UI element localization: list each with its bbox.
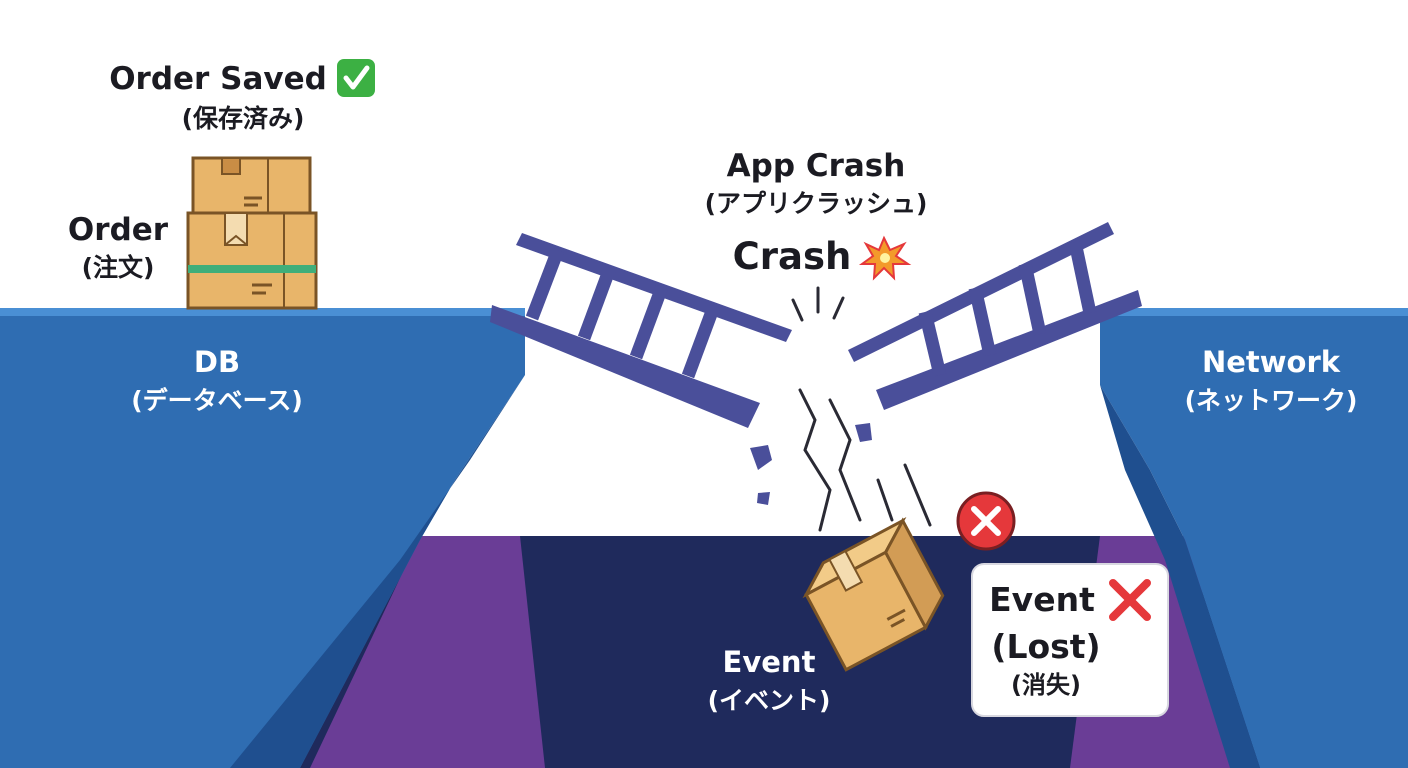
order-label: Order [68,212,169,248]
event-lost-line1: Event [989,580,1095,619]
right-cliff [1100,310,1408,768]
order-saved-sub-label: (保存済み) [182,104,305,133]
falling-event-box [802,516,945,672]
crash-debris [791,286,932,532]
debris-fragments [750,423,872,505]
app-crash-label: App Crash [727,148,906,184]
left-cliff-edge [0,308,525,316]
right-cliff-edge [1100,308,1408,316]
network-label: Network [1202,345,1341,379]
network-sub-label: (ネットワーク) [1185,386,1358,415]
collision-icon [858,235,912,281]
event-lost-card [971,563,1169,717]
left-broken-bridge [490,233,792,428]
left-purple-wall [310,536,545,768]
db-label: DB [194,345,240,379]
event-label: Event [723,645,816,679]
order-saved-label: Order Saved [109,61,327,97]
error-circle-icon [956,491,1016,551]
app-crash-sub-label: (アプリクラッシュ) [705,189,928,218]
left-cliff [0,310,525,768]
event-lost-sub-label: (消失) [1011,671,1081,699]
order-sub-label: (注文) [82,253,155,282]
right-cliff-shadow [1100,385,1260,768]
db-sub-label: (データベース) [131,386,303,415]
event-lost-line2: (Lost) [991,627,1100,666]
cross-mark-icon [1109,579,1151,621]
right-broken-bridge [848,222,1142,410]
crash-label: Crash [733,235,852,278]
order-box-stack [186,156,318,310]
event-sub-label: (イベント) [708,686,831,715]
check-mark-icon [337,59,375,97]
